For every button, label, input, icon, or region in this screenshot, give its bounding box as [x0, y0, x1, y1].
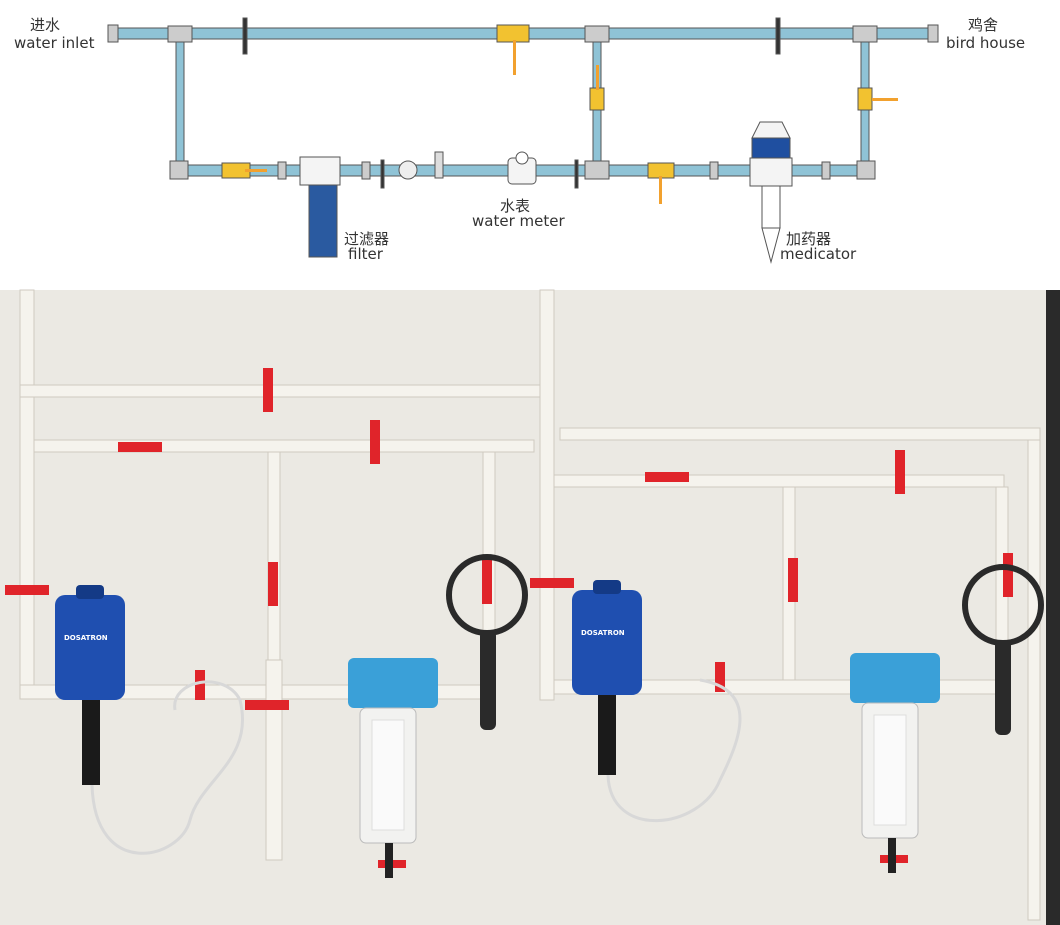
medicator-label-cn: 加药器 — [786, 230, 831, 248]
wall-edge — [1046, 290, 1060, 925]
filter-canister — [308, 184, 338, 258]
suction-tube — [606, 678, 742, 823]
elbow-fitting — [856, 160, 876, 180]
red-valve-handle — [245, 700, 289, 710]
medicator-tube — [761, 185, 781, 229]
medicator-cap — [751, 121, 791, 139]
inlet-end-cap — [107, 24, 119, 43]
red-valve-handle — [530, 578, 574, 588]
pipe — [33, 439, 535, 453]
clamp — [242, 17, 248, 55]
medicator-valve — [647, 162, 675, 179]
filter-right — [850, 653, 940, 873]
meter-dial — [515, 151, 529, 165]
valve-handle — [596, 65, 599, 90]
riser-valve — [589, 87, 605, 111]
installation-photo: DOSATRON DOSATRON — [0, 289, 1060, 925]
valve-handle — [245, 169, 267, 172]
filter-wrench — [446, 554, 528, 730]
clamp — [574, 159, 579, 189]
left-riser — [175, 38, 185, 170]
schematic — [107, 17, 939, 264]
valve-handle — [872, 98, 898, 101]
suction-tube — [90, 680, 244, 855]
clamp — [775, 17, 781, 55]
outlet-end-cap — [927, 24, 939, 43]
filter-label-cn: 过滤器 — [344, 230, 389, 248]
red-valve-handle — [195, 670, 205, 700]
red-valve-handle — [5, 585, 49, 595]
pipe — [539, 289, 555, 701]
red-valve-handle — [263, 368, 273, 412]
red-valve-handle — [715, 662, 725, 692]
bird-house-label-en: bird house — [946, 34, 1025, 52]
medicator-label-en: medicator — [780, 245, 857, 263]
red-valve-handle — [268, 562, 278, 606]
pressure-gauge — [398, 160, 418, 180]
bird-house-label-cn: 鸡舍 — [968, 16, 998, 34]
pipe — [553, 474, 1005, 488]
tee-fitting — [852, 25, 878, 43]
pipe — [19, 384, 541, 398]
dosatron-left: DOSATRON — [55, 585, 125, 785]
tee-fitting — [584, 160, 610, 180]
medicator-body — [749, 157, 793, 187]
red-valve-handle — [788, 558, 798, 602]
tee-fitting — [584, 25, 610, 43]
pressure-regulator — [434, 151, 444, 179]
medicator-blue-band — [751, 137, 791, 159]
filter-wrench — [962, 564, 1044, 735]
outlet-valve — [857, 87, 873, 111]
red-valve-handle — [895, 450, 905, 494]
filter-label-en: filter — [348, 245, 384, 263]
valve-handle — [513, 40, 516, 75]
pipe — [559, 427, 1041, 441]
dosatron-logo: DOSATRON — [581, 629, 625, 637]
bypass-valve — [496, 24, 530, 43]
union — [277, 161, 287, 180]
filter-head — [299, 156, 341, 186]
red-valve-handle — [370, 420, 380, 464]
valve-handle — [659, 176, 662, 204]
elbow-fitting — [169, 160, 189, 180]
diagram-labels: 进水 water inlet 鸡舍 bird house 水表 water me… — [14, 16, 1025, 263]
medicator-suction-cone — [761, 227, 781, 264]
red-valve-handle — [482, 560, 492, 604]
union — [709, 161, 719, 180]
meter-label-en: water meter — [472, 212, 565, 230]
dosatron-right: DOSATRON — [572, 580, 642, 775]
red-valve-handle — [1003, 553, 1013, 597]
union — [821, 161, 831, 180]
pipe — [1027, 439, 1041, 921]
dosatron-logo: DOSATRON — [64, 634, 108, 642]
pipe — [19, 289, 35, 691]
red-valve-handle — [645, 472, 689, 482]
red-valve-handle — [118, 442, 162, 452]
union — [361, 161, 371, 180]
drain-pipe — [265, 659, 283, 861]
clamp — [380, 159, 385, 189]
meter-label-cn: 水表 — [500, 197, 530, 215]
inlet-label-cn: 进水 — [30, 16, 60, 34]
filter-left — [348, 658, 438, 878]
inlet-label-en: water inlet — [14, 34, 95, 52]
tee-fitting — [167, 25, 193, 43]
